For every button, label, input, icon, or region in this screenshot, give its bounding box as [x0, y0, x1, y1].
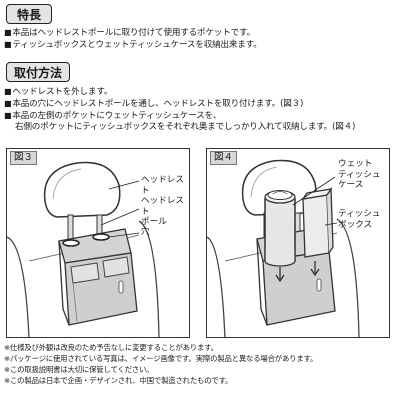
tissue-box-callout: ティッシュ ボックス	[338, 209, 381, 230]
features-heading: 特長	[6, 4, 52, 24]
install-item-2: ■本品の穴にヘッドレストポールを通し、ヘッドレストを取り付けます。(図３)	[4, 99, 304, 109]
install-item-1: ■ヘッドレストを外します。	[4, 87, 113, 97]
note-1: ※仕様及び外観は改良のため予告なしに変更することがあります。	[4, 343, 218, 352]
figure-4: 図４ ウェット ティッシュ ケース ティッシュ ボックス	[206, 148, 390, 338]
note-4: ※この製品は日本で企画・デザインされ、中国で製造されたものです。	[4, 376, 233, 385]
install-heading: 取付方法	[6, 62, 70, 82]
headrest-callout: ヘッドレスト	[141, 175, 184, 196]
wet-tissue-callout: ウェット ティッシュ ケース	[338, 159, 381, 190]
note-2: ※パッケージに使用されている写真は、イメージ画像です。実際の製品と異なる場合があ…	[4, 354, 318, 363]
bullet-icon: ■	[4, 111, 12, 120]
hole-callout: 穴	[141, 227, 150, 237]
bullet-icon: ■	[4, 28, 12, 37]
pole-callout: ヘッドレスト ポール	[141, 196, 184, 227]
bullet-icon: ■	[4, 87, 12, 96]
figure-4-illustration	[207, 159, 360, 337]
feature-item-1: ■本品はヘッドレストポールに取り付けて使用するポケットです。	[4, 28, 255, 38]
note-3: ※この取扱説明書は大切に保管してください。	[4, 365, 154, 374]
bullet-icon: ■	[4, 99, 12, 108]
figure-3-illustration	[7, 161, 160, 337]
feature-item-2: ■ティッシュボックスとウェットティッシュケースを収納出来ます。	[4, 40, 262, 50]
install-item-3-cont: 右側のポケットにティッシュボックスをそれぞれ奥までしっかり入れて収納します。(図…	[15, 122, 356, 132]
bullet-icon: ■	[4, 40, 12, 49]
figure-3-label: 図３	[10, 151, 38, 165]
figure-3: 図３ ヘッドレスト ヘッドレスト ポール 穴	[6, 148, 190, 338]
figure-4-label: 図４	[210, 151, 238, 165]
install-item-3: ■本品の左側のポケットにウェットティッシュケースを、	[4, 111, 222, 121]
